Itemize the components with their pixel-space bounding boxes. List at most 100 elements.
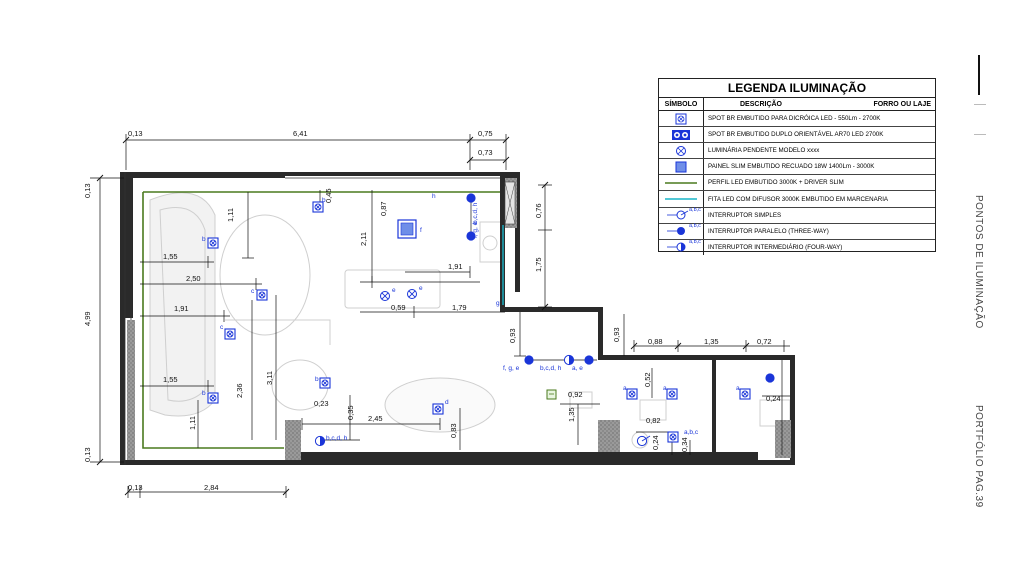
- legend-row: a,b,c INTERRUPTOR INTERMEDIÁRIO (FOUR-WA…: [659, 238, 935, 255]
- dim-024-left: 0,24: [651, 435, 660, 450]
- dim-088: 0,88: [648, 337, 663, 346]
- slim-panel-icon: [675, 161, 687, 173]
- slim-panel-icon-inner: [400, 222, 414, 236]
- legend-title: LEGENDA ILUMINAÇÃO: [659, 79, 935, 98]
- legend-row-text: PAINEL SLIM EMBUTIDO RECUADO 18W 1400Lm …: [708, 163, 875, 171]
- circuit-label: f, g, e: [472, 221, 479, 238]
- dim-072: 0,72: [757, 337, 772, 346]
- dim-082: 0,82: [646, 416, 661, 425]
- spot-dichroic-icon: [207, 237, 219, 249]
- spot-dichroic-icon: [739, 388, 751, 400]
- legend-row-text: SPOT BR EMBUTIDO DUPLO ORIENTÁVEL AR70 L…: [708, 131, 884, 139]
- circuit-label: a: [736, 385, 740, 392]
- legend-row: PAINEL SLIM EMBUTIDO RECUADO 18W 1400Lm …: [659, 159, 935, 176]
- legend-col-symbol: SÍMBOLO: [659, 98, 704, 110]
- legend-row: a,b,c INTERRUPTOR SIMPLES: [659, 206, 935, 224]
- dim-641: 6,41: [293, 129, 308, 138]
- side-accent-bar: [978, 55, 980, 95]
- dim-499: 4,99: [83, 311, 92, 326]
- legend-row-text: SPOT BR EMBUTIDO PARA DICRÓICA LED - 550…: [708, 115, 881, 123]
- dim-073: 0,73: [478, 148, 493, 157]
- dim-034: 0,34: [680, 437, 689, 452]
- spot-dichroic-icon: [666, 388, 678, 400]
- circuit-label: g: [496, 300, 500, 307]
- switch-simple-icon: [667, 210, 689, 220]
- pendant-icon: [676, 145, 686, 156]
- portfolio-page-label: PORTFÓLIO PAG.39: [973, 405, 984, 508]
- circuit-labels: b b c c b b d e e f h g a a a f, g, e b,…: [202, 193, 740, 442]
- dim-013-left-bottom: 0,13: [83, 447, 92, 462]
- circuit-label: b,c,d, h: [472, 202, 479, 224]
- switch-three-way-icon: [524, 355, 534, 365]
- circuit-label: f: [420, 227, 422, 234]
- dim-250: 2,50: [186, 274, 201, 283]
- spot-dichroic-icon: [207, 392, 219, 404]
- circuit-label: f, g, e: [503, 365, 520, 372]
- legend-row-text: FITA LED COM DIFUSOR 3000K EMBUTIDO EM M…: [708, 195, 889, 203]
- circuit-label: b: [202, 236, 206, 243]
- legend-row: PERFIL LED EMBUTIDO 3000K + DRIVER SLIM: [659, 175, 935, 192]
- legend-row-text: INTERRUPTOR INTERMEDIÁRIO (FOUR-WAY): [708, 243, 843, 251]
- dim-179: 1,79: [452, 303, 467, 312]
- spot-dichroic-icon: [667, 431, 679, 443]
- switch-three-way-icon: [584, 355, 594, 365]
- circuit-label: c: [220, 324, 224, 331]
- legend-row: LUMINÁRIA PENDENTE MODELO xxxx: [659, 143, 935, 160]
- legend-row: FITA LED COM DIFUSOR 3000K EMBUTIDO EM M…: [659, 191, 935, 208]
- spot-dichroic-icon: [432, 403, 444, 415]
- dim-024-right: 0,24: [766, 394, 781, 403]
- windows: [124, 172, 783, 465]
- legend-row-text: INTERRUPTOR PARALELO (THREE-WAY): [708, 227, 829, 235]
- circuit-label: h: [432, 193, 436, 200]
- circuit-label: a: [623, 385, 627, 392]
- dim-236: 2,36: [235, 383, 244, 398]
- dim-023: 0,23: [314, 399, 329, 408]
- dim-155-bottom: 1,55: [163, 375, 178, 384]
- dim-093-right: 0,93: [612, 327, 621, 342]
- circuit-label: b: [315, 376, 319, 383]
- wall-hatch: [127, 178, 791, 460]
- legend-row: a,b,c INTERRUPTOR PARALELO (THREE-WAY): [659, 222, 935, 240]
- dim-211: 2,11: [359, 232, 368, 246]
- dimension-ticks: [96, 136, 750, 496]
- legend-row: SPOT BR EMBUTIDO PARA DICRÓICA LED - 550…: [659, 111, 935, 128]
- legend-switch-tag: a,b,c: [689, 238, 701, 245]
- legend-row-text: INTERRUPTOR SIMPLES: [708, 211, 782, 219]
- legend-col-ceiling: FORRO OU LAJE: [873, 100, 931, 108]
- spot-dichroic-icon: [675, 113, 687, 125]
- switches: [314, 193, 775, 447]
- circuit-label: b,c,d, h: [326, 435, 348, 442]
- switch-four-way-icon: [563, 354, 575, 366]
- led-profile-icon: [665, 182, 697, 184]
- circuit-label: a, e: [572, 365, 583, 372]
- switch-four-way-icon: [314, 435, 326, 447]
- circuit-label: d: [445, 399, 449, 406]
- circuit-label: a,b,c: [684, 429, 699, 436]
- legend-row-text: LUMINÁRIA PENDENTE MODELO xxxx: [708, 147, 820, 155]
- dimension-lines: [90, 134, 790, 498]
- dim-311: 3,11: [265, 371, 274, 385]
- side-divider: [974, 134, 986, 135]
- dim-052: 0,52: [643, 372, 652, 387]
- spot-double-icon: [672, 129, 690, 140]
- dim-013-top: 0,13: [128, 129, 143, 138]
- spot-dichroic-icon: [626, 388, 638, 400]
- legend-col-desc: DESCRIÇÃO: [740, 100, 783, 108]
- spot-dichroic-icon: [256, 289, 268, 301]
- dim-191-right: 1,91: [448, 262, 463, 271]
- legend-switch-tag: a,b,c: [689, 206, 701, 213]
- dim-045: 0,45: [324, 188, 333, 203]
- dim-076: 0,76: [534, 203, 543, 218]
- legend-row-text: PERFIL LED EMBUTIDO 3000K + DRIVER SLIM: [708, 179, 844, 187]
- spot-dichroic-icon: [319, 377, 331, 389]
- dim-083: 0,83: [449, 423, 458, 438]
- legend-row: SPOT BR EMBUTIDO DUPLO ORIENTÁVEL AR70 L…: [659, 127, 935, 144]
- legend-switch-tag: a,b,c: [689, 222, 701, 229]
- led-driver-icon: [546, 389, 557, 400]
- circuit-label: b,c,d, h: [540, 365, 562, 372]
- switch-three-way-icon: [466, 193, 476, 203]
- dim-155-top: 1,55: [163, 252, 178, 261]
- spot-dichroic-icon: [224, 328, 236, 340]
- dim-175: 1,75: [534, 257, 543, 272]
